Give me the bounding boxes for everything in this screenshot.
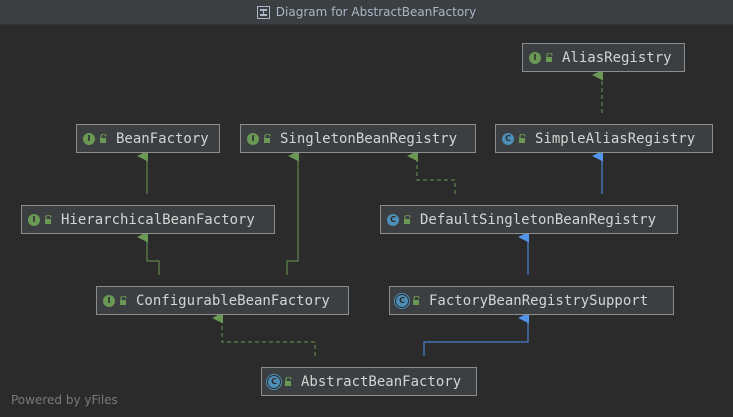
node-beanfactory[interactable]: I BeanFactory bbox=[76, 124, 220, 153]
node-label: AliasRegistry bbox=[562, 49, 672, 66]
node-abstractbeanfactory[interactable]: C AbstractBeanFactory bbox=[261, 367, 477, 396]
class-icon: C bbox=[502, 132, 514, 145]
window-title: Diagram for AbstractBeanFactory bbox=[275, 5, 477, 19]
lock-icon bbox=[404, 214, 411, 224]
node-defaultsingletonbeanregistry[interactable]: C DefaultSingletonBeanRegistry bbox=[380, 205, 678, 234]
node-singletonbeanregistry[interactable]: I SingletonBeanRegistry bbox=[240, 124, 476, 153]
lock-icon bbox=[264, 133, 271, 143]
abstract-class-icon: C bbox=[396, 294, 408, 307]
lock-icon bbox=[120, 295, 127, 305]
interface-icon: I bbox=[83, 132, 95, 145]
inheritance-links bbox=[137, 69, 604, 356]
node-hierarchicalbeanfactory[interactable]: I HierarchicalBeanFactory bbox=[21, 205, 275, 234]
edge-abstractbeanfactory-factorybeanregistrysupport bbox=[423, 312, 530, 356]
edge-abstractbeanfactory-configurablebeanfactory bbox=[212, 312, 316, 356]
node-label: SimpleAliasRegistry bbox=[535, 130, 696, 147]
edge-configurablebeanfactory-singletonbeanregistry bbox=[286, 150, 300, 275]
node-label: ConfigurableBeanFactory bbox=[136, 292, 330, 309]
lock-icon bbox=[45, 214, 52, 224]
node-aliasregistry[interactable]: I AliasRegistry bbox=[522, 43, 685, 72]
interface-icon: I bbox=[28, 213, 40, 226]
lock-icon bbox=[413, 295, 420, 305]
interface-icon: I bbox=[529, 51, 541, 64]
diagram-icon bbox=[256, 5, 270, 19]
diagram-canvas[interactable]: I AliasRegistry I BeanFactory I Singleto… bbox=[0, 25, 733, 417]
window-title-bar: Diagram for AbstractBeanFactory bbox=[0, 0, 733, 25]
interface-icon: I bbox=[103, 294, 115, 307]
lock-icon bbox=[546, 52, 553, 62]
node-factorybeanregistrysupport[interactable]: C FactoryBeanRegistrySupport bbox=[389, 286, 674, 315]
node-label: SingletonBeanRegistry bbox=[280, 130, 458, 147]
node-configurablebeanfactory[interactable]: I ConfigurableBeanFactory bbox=[96, 286, 349, 315]
node-label: BeanFactory bbox=[116, 130, 209, 147]
interface-icon: I bbox=[247, 132, 259, 145]
lock-icon bbox=[285, 376, 292, 386]
lock-icon bbox=[519, 133, 526, 143]
edge-configurablebeanfactory-hierarchicalbeanfactory bbox=[137, 231, 160, 275]
powered-by-label: Powered by yFiles bbox=[11, 393, 118, 407]
node-label: FactoryBeanRegistrySupport bbox=[429, 292, 649, 309]
node-label: HierarchicalBeanFactory bbox=[61, 211, 255, 228]
abstract-class-icon: C bbox=[268, 375, 280, 388]
edge-defaultsingletonbeanregistry-singletonbeanregistry bbox=[407, 150, 456, 194]
lock-icon bbox=[100, 133, 107, 143]
node-label: AbstractBeanFactory bbox=[301, 373, 462, 390]
node-simplealiasregistry[interactable]: C SimpleAliasRegistry bbox=[495, 124, 713, 153]
node-label: DefaultSingletonBeanRegistry bbox=[420, 211, 657, 228]
class-icon: C bbox=[387, 213, 399, 226]
